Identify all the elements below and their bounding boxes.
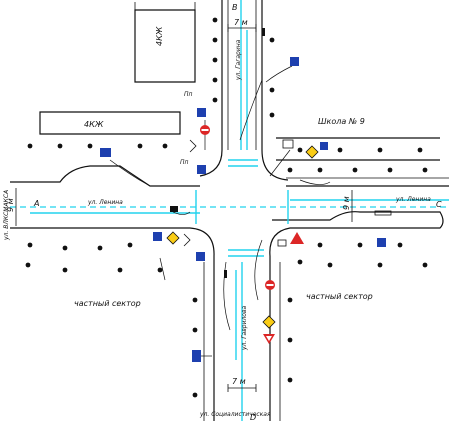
building-4kzh-top	[134, 2, 196, 83]
sign-cluster-se	[254, 232, 386, 344]
sign-bus-stop-bottom	[192, 350, 212, 362]
sign-cluster-ne	[269, 139, 331, 185]
gagarina-curb-west	[199, 0, 223, 177]
lenina-curb-south-east	[269, 211, 444, 257]
blue-square-icon	[192, 350, 201, 362]
gagarina-curb-east	[261, 0, 289, 181]
blue-square-icon	[100, 148, 111, 157]
school-label: Школа № 9	[318, 117, 365, 126]
yellow-diamond-icon	[166, 231, 180, 245]
street-gavrilova-label: ул. Гаврилова	[241, 305, 248, 351]
point-b-label: В	[232, 3, 238, 12]
dimension-7m-bottom: 7 м	[227, 377, 257, 392]
street-lenina-left-label: ул. Ленина	[87, 199, 123, 206]
street-vlksm-label: ул. ВЛКСМАКСА	[3, 190, 10, 241]
dimension-9m-left: 9 м	[6, 188, 17, 226]
point-d-label: D	[250, 413, 256, 421]
blue-square-icon	[197, 108, 206, 117]
street-sots-label: ул. Социалистическая	[199, 411, 271, 418]
bldg-4kzh-top-label: 4КЖ	[155, 26, 164, 46]
yellow-diamond-icon	[305, 145, 319, 159]
trees	[25, 17, 428, 398]
pp-label-1: Пп	[184, 91, 193, 98]
dimension-9m-right: 9 м	[342, 190, 353, 222]
sign-bus-stop-top	[265, 57, 299, 83]
sign-cluster-nw	[100, 108, 210, 187]
dim-9m-right-label: 9 м	[342, 196, 351, 210]
lenina-curb-north-west	[10, 165, 200, 187]
building-4kzh-left	[39, 111, 181, 135]
street-lenina-right-label: ул. Ленина	[395, 196, 431, 203]
yellow-diamond-icon	[262, 315, 276, 329]
blue-square-icon	[153, 232, 162, 241]
point-a-label: А	[33, 199, 39, 208]
dim-7m-bottom-label: 7 м	[232, 377, 246, 386]
crosswalks	[195, 159, 289, 257]
bldg-4kzh-left-label: 4КЖ	[84, 120, 104, 129]
private-left-label: частный сектор	[74, 299, 141, 308]
lenina-curb-south-west	[10, 227, 215, 257]
building-school	[276, 137, 440, 161]
blue-square-icon	[377, 238, 386, 247]
blue-square-icon	[320, 142, 328, 150]
dim-7m-top-label: 7 м	[234, 18, 248, 27]
street-gagarina-label: ул. Гагарина	[235, 39, 242, 81]
blue-square-icon	[197, 165, 206, 174]
blue-square-icon	[290, 57, 299, 66]
misc-markers	[170, 28, 392, 331]
dimension-7m-top: 7 м	[227, 18, 257, 32]
red-triangle-icon	[290, 232, 304, 244]
pp-label-2: Пп	[180, 159, 189, 166]
dim-9m-left-label: 9 м	[6, 198, 15, 212]
point-c-label: С	[436, 200, 442, 209]
blue-square-icon	[196, 252, 205, 261]
private-right-label: частный сектор	[306, 292, 373, 301]
